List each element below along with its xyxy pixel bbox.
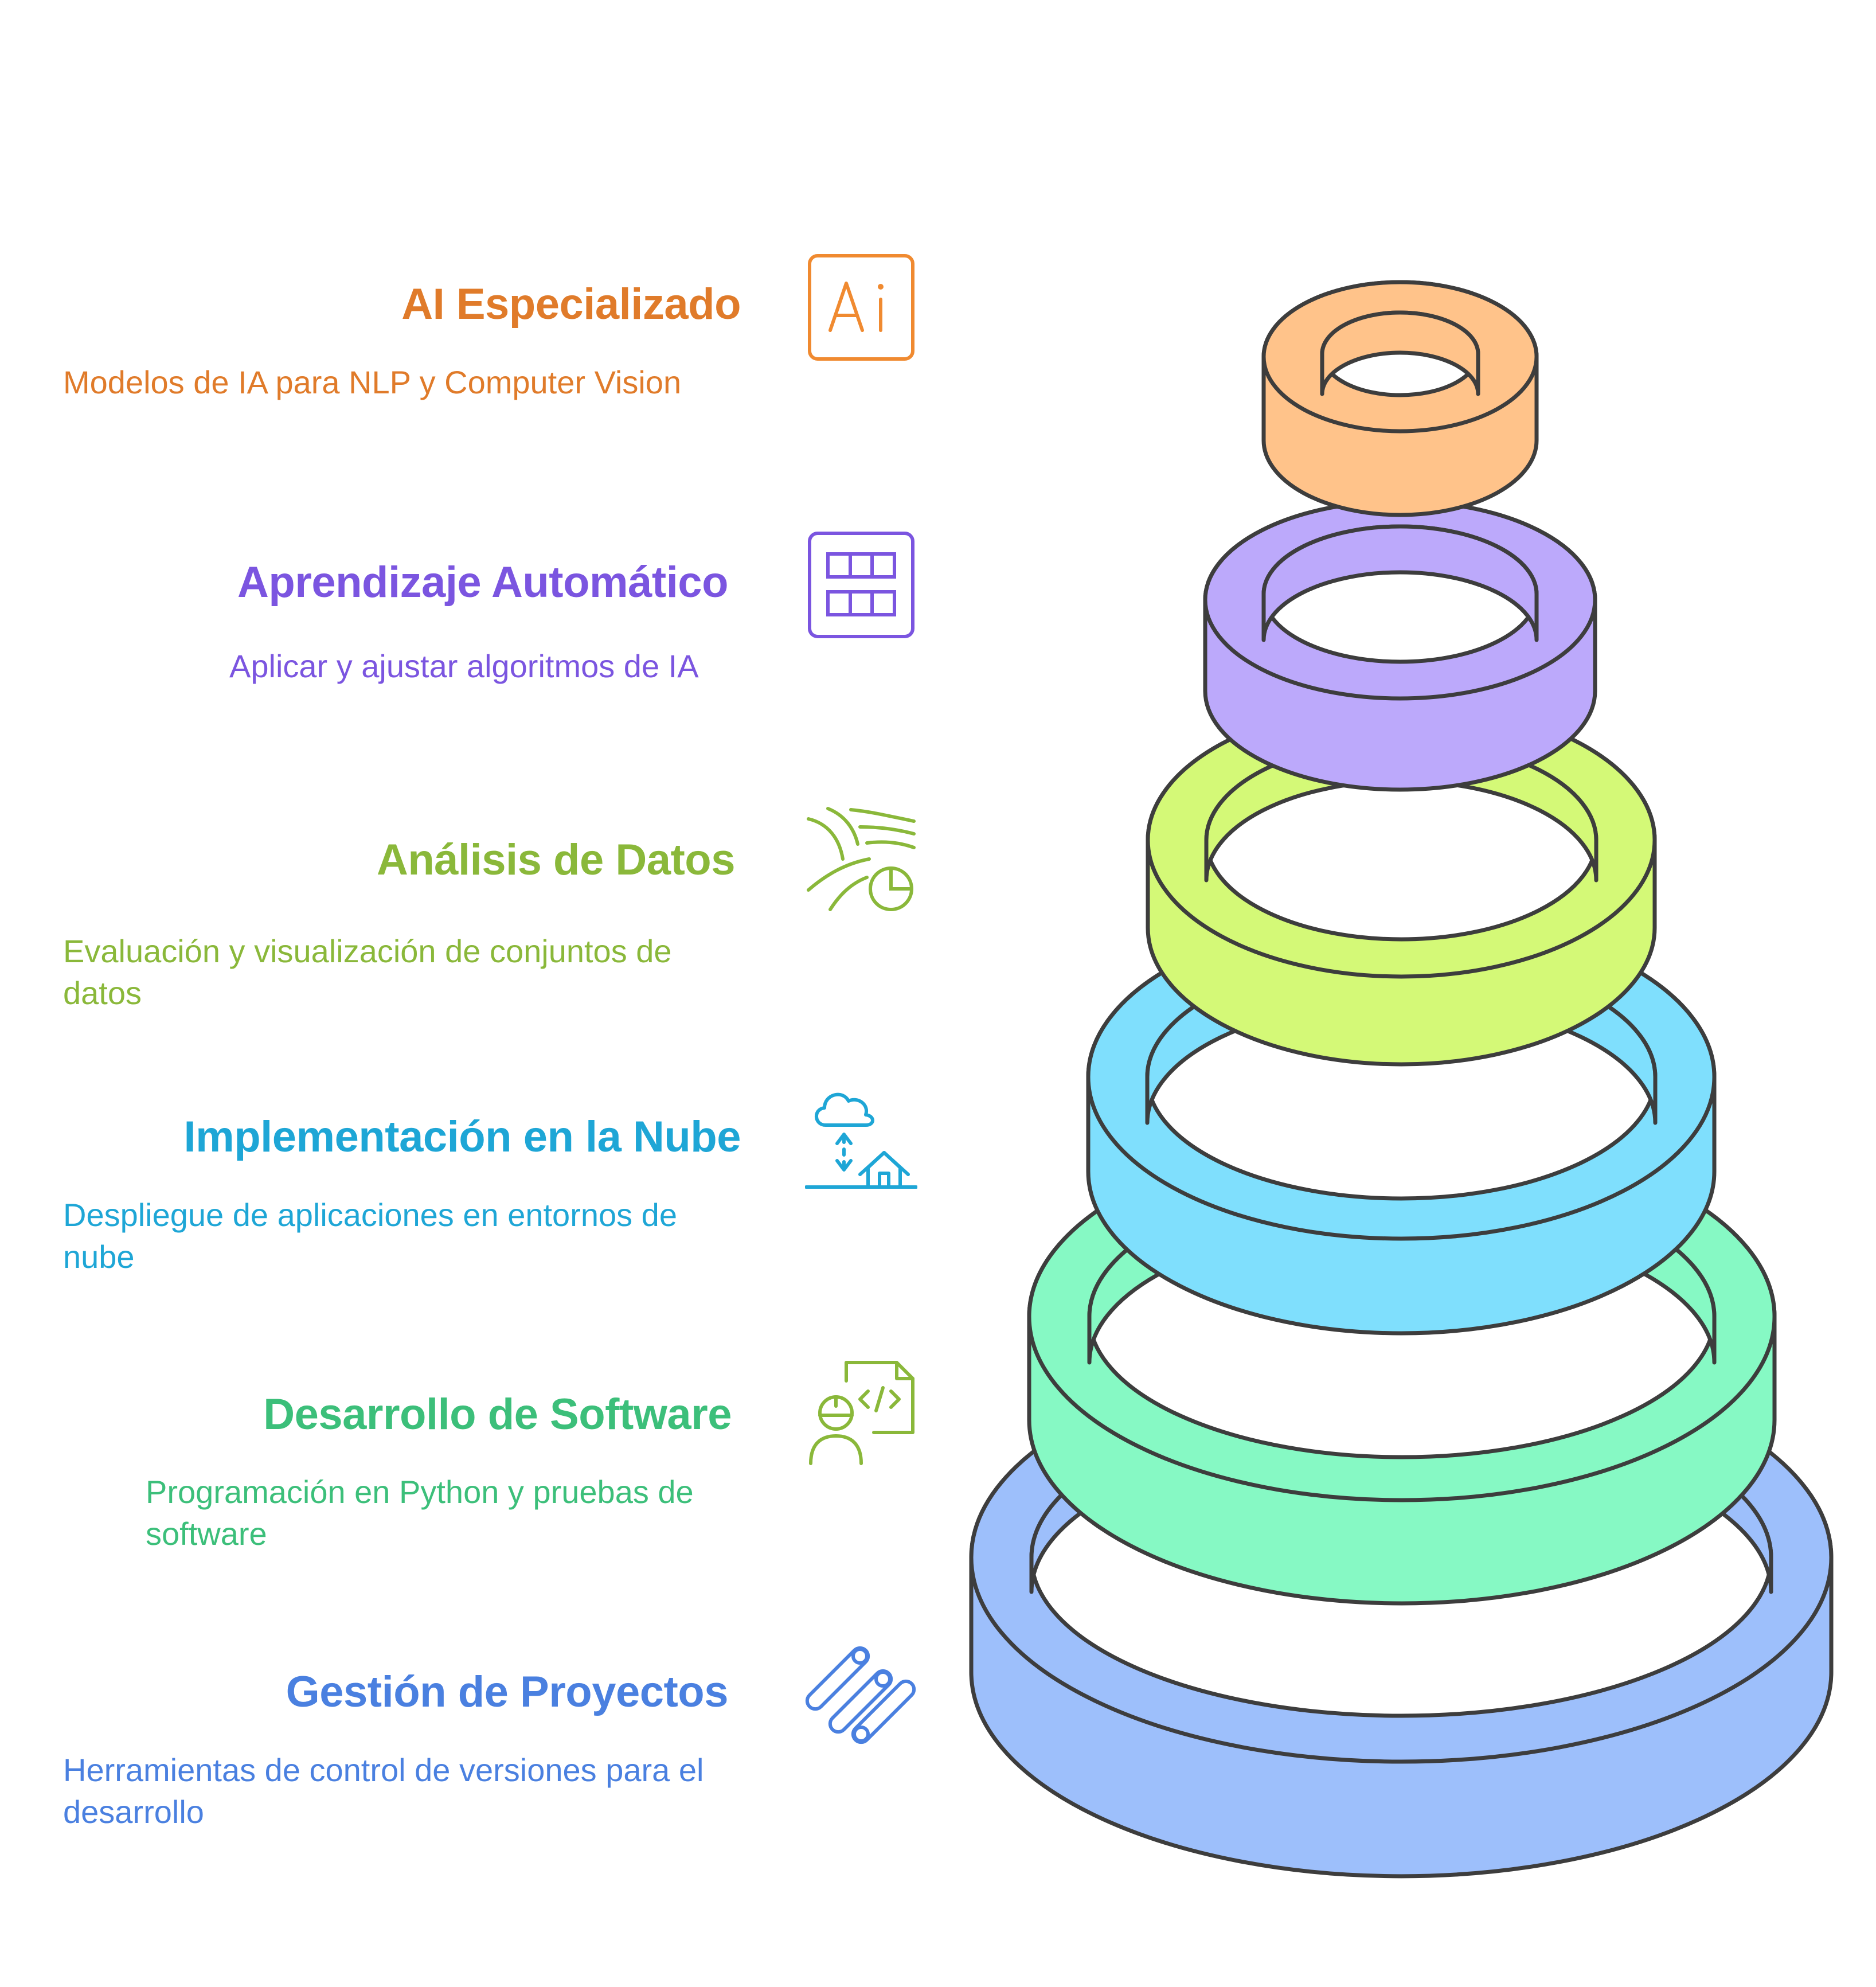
ring-aprendizaje-automatico [1203, 499, 1597, 792]
layer-description: Herramientas de control de versiones par… [63, 1752, 704, 1830]
layer-title: Aprendizaje Automático [237, 558, 729, 607]
layer-title: AI Especializado [401, 280, 741, 329]
layer-description: Aplicar y ajustar algoritmos de IA [229, 648, 699, 684]
ai-chip-icon [808, 254, 914, 361]
ring-ai-especializado [1261, 280, 1539, 517]
data-flow-chart-icon [807, 807, 916, 911]
layer-description: Evaluación y visualización de conjuntos … [63, 933, 672, 1011]
layer-title: Implementación en la Nube [183, 1112, 741, 1161]
layer-description: Modelos de IA para NLP y Computer Vision [63, 364, 682, 400]
cloud-deploy-icon [805, 1092, 917, 1189]
layer-description: Despliegue de aplicaciones en entornos d… [63, 1197, 677, 1275]
developer-code-icon [809, 1361, 914, 1465]
version-control-icon [805, 1646, 916, 1744]
ring-analisis-datos [1146, 701, 1657, 1067]
layer-title: Análisis de Datos [376, 836, 736, 884]
grid-table-icon [808, 532, 914, 638]
layer-title: Gestión de Proyectos [286, 1668, 729, 1716]
layer-description: Programación en Python y pruebas de soft… [146, 1474, 694, 1552]
layer-title: Desarrollo de Software [263, 1390, 732, 1439]
